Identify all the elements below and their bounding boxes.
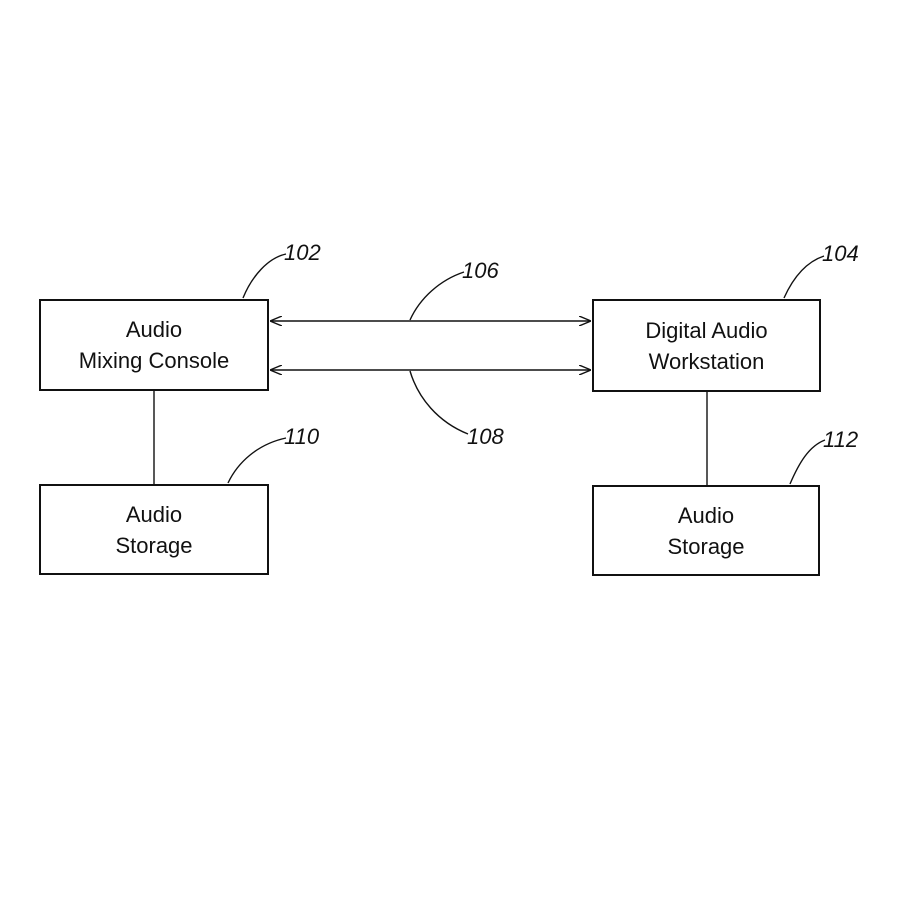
reference-numeral-106: 106 [462,258,499,283]
reference-numeral-110: 110 [284,424,320,449]
leader-106 [409,271,465,321]
reference-numeral-102: 102 [284,240,321,265]
digital-audio-workstation-block: Digital Audio Workstation [592,299,821,392]
leader-110 [227,437,287,484]
audio-storage-right-block: Audio Storage [592,485,820,576]
leader-102 [242,253,287,299]
block-label-line: Audio [677,502,735,528]
block-label-line: Workstation [648,348,765,374]
block-label-line: Digital Audio [645,317,768,343]
reference-numeral-112: 112 [823,427,859,452]
reference-numeral-104: 104 [822,241,859,266]
audio-mixing-console-block: Audio Mixing Console [39,299,269,391]
leader-104 [783,255,825,299]
block-label-line: Mixing Console [78,348,230,373]
block-label-line: Audio [125,317,183,342]
leader-112 [789,439,826,485]
leader-108 [409,370,469,435]
block-label-line: Storage [115,532,193,558]
block-label-line: Audio [125,501,183,527]
block-label-line: Storage [667,533,745,559]
audio-storage-left-block: Audio Storage [39,484,269,575]
reference-numeral-108: 108 [467,424,504,449]
